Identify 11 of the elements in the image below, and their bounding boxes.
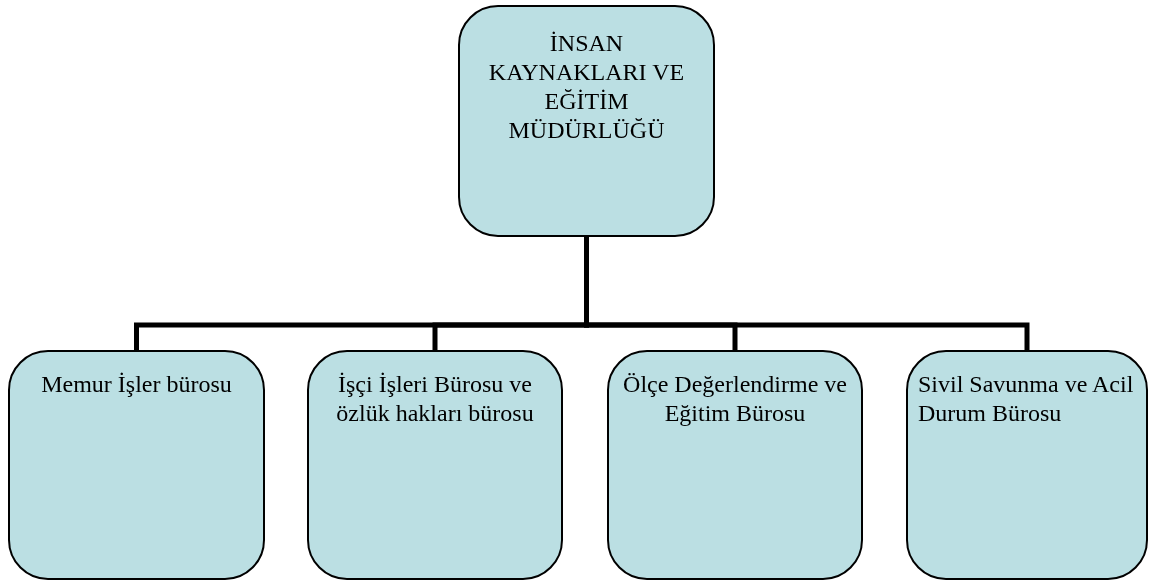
org-unit-box [458,5,715,237]
org-unit-box [8,350,265,580]
unit-name: İşçi İşleri Bürosu ve özlük hakları bürosu [335,370,535,428]
unit-name: Ölçe Değerlendirme ve Eğitim Bürosu [622,370,848,428]
connector-line [584,237,1030,350]
org-unit-box [607,350,863,580]
unit-name: İNSAN KAYNAKLARI VE EĞİTİM MÜDÜRLÜĞÜ [487,29,686,145]
org-unit-box [307,350,563,580]
unit-name: Memur İşler bürosu [40,370,233,399]
unit-name: Sivil Savunma ve Acil Durum Bürosu [918,370,1135,428]
org-unit-box [906,350,1148,580]
